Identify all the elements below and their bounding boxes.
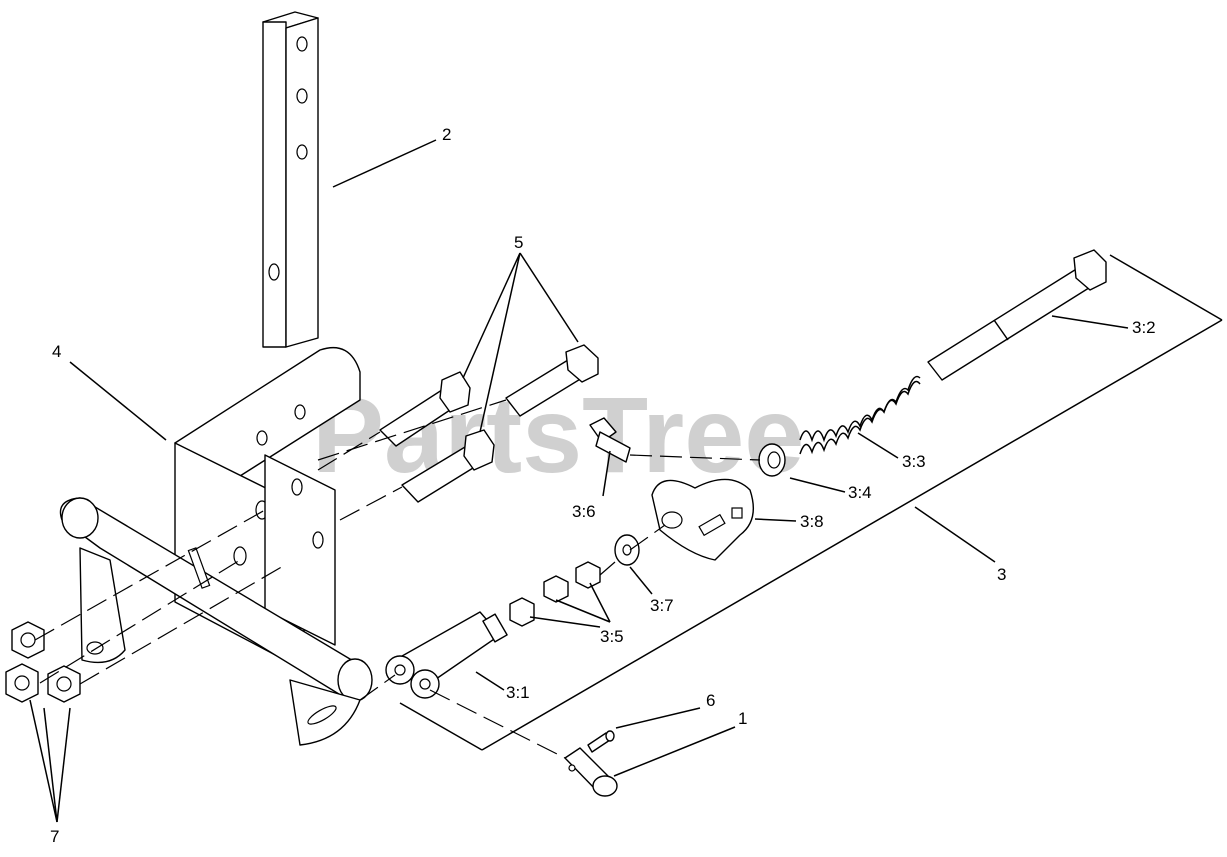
label-3: 3 [997, 565, 1006, 584]
leader-lines [29, 139, 1129, 823]
label-1: 1 [738, 709, 747, 728]
part-labels: 2 4 5 3:2 3:3 3:4 3:8 3:6 3:7 3:5 3:1 3 … [50, 125, 1156, 846]
label-3-1: 3:1 [506, 683, 530, 702]
part-4-bracket [59, 346, 373, 746]
part-3-1-clevis [385, 611, 508, 699]
label-4: 4 [52, 342, 61, 361]
label-3-8: 3:8 [800, 512, 824, 531]
bolt-lower [401, 429, 495, 503]
label-6: 6 [706, 691, 715, 710]
label-3-2: 3:2 [1132, 318, 1156, 337]
bolt-upper-right [505, 344, 599, 417]
label-7: 7 [50, 827, 59, 846]
part-1-clevis-pin [564, 747, 618, 797]
label-3-4: 3:4 [848, 483, 872, 502]
part-7-nuts [5, 621, 81, 703]
part-3-4-bushing [758, 443, 786, 477]
label-3-7: 3:7 [650, 596, 674, 615]
part-2-tube [262, 11, 319, 348]
part-3-8-cam [651, 478, 754, 561]
label-3-5: 3:5 [600, 627, 624, 646]
label-3-6: 3:6 [572, 502, 596, 521]
part-3-3-spring [799, 375, 921, 455]
part-3-bracket-lines [399, 254, 1223, 751]
label-2: 2 [442, 125, 451, 144]
part-5-bolts [379, 344, 599, 503]
label-3-3: 3:3 [902, 452, 926, 471]
part-3-5-nuts [509, 561, 601, 627]
part-3-6-bolt [589, 417, 631, 463]
part-6-pin [587, 730, 615, 753]
bolt-upper-left [379, 371, 471, 447]
assembly-lines [34, 399, 761, 759]
label-5: 5 [514, 233, 523, 252]
part-3-2-long-bolt [927, 249, 1107, 381]
